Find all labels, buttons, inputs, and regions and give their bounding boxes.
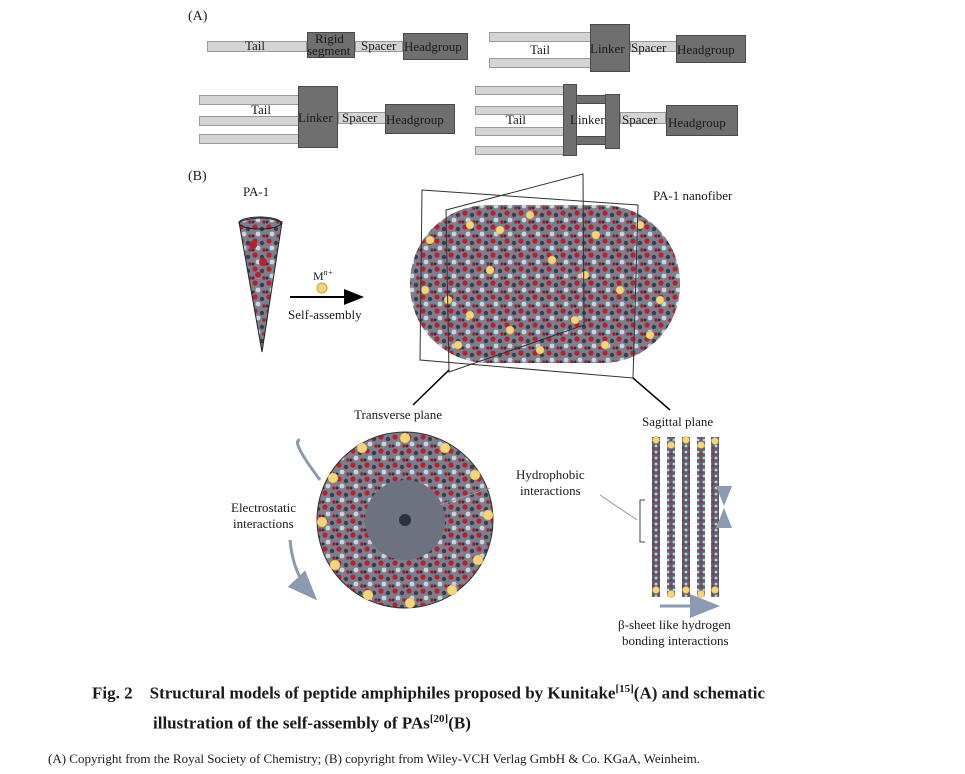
headgroup-block bbox=[666, 105, 738, 136]
spacer-bar bbox=[355, 41, 403, 52]
hydrophobic-bracket bbox=[639, 499, 645, 543]
spacer-label: Spacer bbox=[631, 40, 667, 55]
sagittal-strands bbox=[652, 436, 719, 598]
caption-line-1: Fig. 2 Structural models of peptide amph… bbox=[92, 683, 766, 703]
linker-post-left bbox=[563, 84, 577, 156]
linker-label: Linker bbox=[570, 112, 605, 127]
rigid-segment-block bbox=[307, 32, 355, 58]
ref-15: [15] bbox=[615, 683, 634, 695]
segment-label: segment bbox=[307, 43, 351, 58]
linker-label: Linker bbox=[590, 41, 625, 56]
rigid-label: Rigid bbox=[315, 31, 344, 46]
self-assembly-label: Self-assembly bbox=[288, 307, 362, 322]
panel-a-label: (A) bbox=[188, 9, 208, 24]
copyright-note: (A) Copyright from the Royal Society of … bbox=[48, 751, 700, 766]
transverse-plane-frame bbox=[445, 173, 585, 373]
headgroup-block bbox=[385, 104, 455, 134]
hydrophobic-pointer bbox=[439, 487, 491, 506]
sagittal-connector bbox=[632, 377, 671, 411]
pa1-label: PA-1 bbox=[243, 184, 270, 199]
electrostatic-arrow-up bbox=[296, 438, 322, 481]
headgroup-label: Headgroup bbox=[404, 39, 462, 54]
transverse-connector bbox=[412, 369, 450, 406]
ion-sphere bbox=[316, 282, 328, 294]
electrostatic-arrow-down bbox=[287, 539, 318, 601]
spacer-label: Spacer bbox=[342, 110, 378, 125]
linker-block bbox=[590, 24, 630, 72]
hydrophobic-label-1: Hydrophobic bbox=[516, 467, 585, 482]
hydrophobic-label-2: interactions bbox=[520, 483, 581, 498]
pa1-molecule-cone bbox=[238, 216, 283, 353]
electrostatic-label-1: Electrostatic bbox=[231, 500, 296, 515]
ref-20: [20] bbox=[429, 713, 449, 725]
headgroup-label: Headgroup bbox=[668, 115, 726, 130]
transverse-disc bbox=[316, 431, 494, 609]
headgroup-block bbox=[403, 33, 468, 60]
tail-label: Tail bbox=[530, 42, 551, 57]
panel-b-graphics bbox=[238, 173, 732, 618]
figure-number: Fig. 2 bbox=[92, 683, 133, 703]
tail-label: Tail bbox=[245, 38, 266, 53]
tail-label: Tail bbox=[251, 102, 272, 117]
nanofiber-label: PA-1 nanofiber bbox=[653, 188, 733, 203]
sagittal-plane-label: Sagittal plane bbox=[642, 414, 714, 429]
spacer-bar bbox=[620, 112, 666, 124]
transverse-plane-label: Transverse plane bbox=[354, 407, 442, 422]
linker-post-right bbox=[605, 94, 620, 149]
tail-label: Tail bbox=[506, 112, 527, 127]
spacer-label: Spacer bbox=[622, 112, 658, 127]
beta-sheet-label-1: β-sheet like hydrogen bbox=[618, 617, 731, 632]
electrostatic-label-2: interactions bbox=[233, 516, 294, 531]
ion-label: Mn+ bbox=[313, 268, 334, 283]
headgroup-label: Headgroup bbox=[677, 42, 735, 57]
linker-block bbox=[298, 86, 338, 148]
nanofiber-body bbox=[410, 205, 680, 363]
linker-label: Linker bbox=[298, 110, 333, 125]
headgroup-block bbox=[676, 35, 746, 63]
tail-bar bbox=[207, 41, 307, 52]
beta-sheet-label-2: bonding interactions bbox=[622, 633, 729, 648]
panel-b-label: (B) bbox=[188, 169, 207, 184]
caption-line-2: illustration of the self-assembly of PAs… bbox=[153, 713, 471, 733]
headgroup-label: Headgroup bbox=[386, 112, 444, 127]
spacer-label: Spacer bbox=[361, 38, 397, 53]
